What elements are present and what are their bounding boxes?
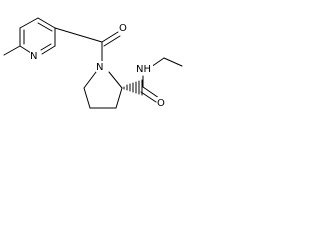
atom-label-carbonyl-top-o: O xyxy=(119,23,127,34)
atom-label-amide-nh: NH xyxy=(136,64,151,75)
bond-pyrrolidine-c5-n xyxy=(83,71,97,89)
atom-label-carbonyl-bottom-o: O xyxy=(157,98,165,109)
bond-ethyl-c1-c2 xyxy=(163,57,183,67)
bond-ring-c5-c4 xyxy=(19,17,39,29)
bond-methyl xyxy=(3,45,21,56)
bond-pyrrolidine-c4-c5 xyxy=(83,87,91,109)
bond-stereo-hashed xyxy=(123,79,143,96)
atom-label-pyridine-n: N xyxy=(30,51,37,62)
structure-diagram: N O N NH O xyxy=(0,0,215,150)
bond-ethyl-n-c1 xyxy=(150,57,165,68)
bond-ring-n-c6 xyxy=(19,45,32,54)
bond-ring-to-carbonyl xyxy=(54,27,103,43)
bond-carbonyl-top-c-o-double xyxy=(103,35,121,47)
bond-ring-c2-c1 xyxy=(41,45,56,55)
bond-pyrrolidine-n-c2 xyxy=(108,71,123,89)
bond-ring-c2-c1-inner xyxy=(40,43,52,51)
atom-label-pyrrolidine-n: N xyxy=(96,62,103,73)
bond-carbonyl-top-c-o xyxy=(101,31,119,43)
bond-pyrrolidine-c2-c3 xyxy=(115,87,123,109)
molecule-drawing: N O N NH O xyxy=(3,17,183,109)
bond-ring-c4-c3 xyxy=(37,17,56,29)
bond-ring-c4-c3-inner xyxy=(37,22,53,32)
bond-amide-c-o xyxy=(142,86,160,99)
bond-amide-c-o-double xyxy=(140,91,157,103)
